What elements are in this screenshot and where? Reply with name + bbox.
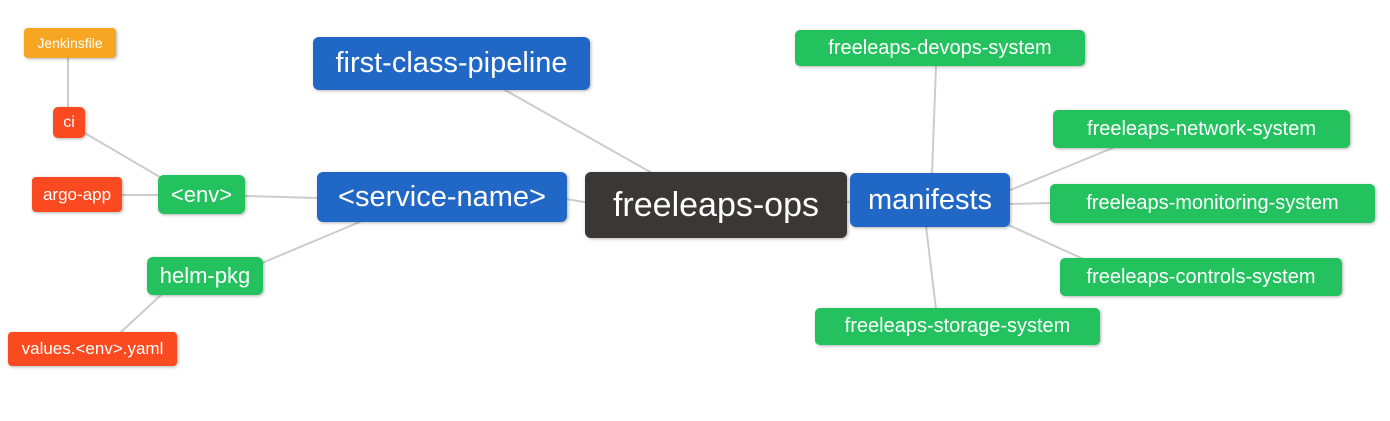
edge-manifests-network (1007, 146, 1116, 192)
node-argo-app[interactable]: argo-app (32, 177, 122, 212)
edge-manifests-devops (931, 65, 937, 175)
node-env[interactable]: <env> (158, 175, 245, 214)
edge-env-service-name (244, 195, 318, 199)
node-controls-system[interactable]: freeleaps-controls-system (1060, 258, 1342, 296)
edge-helm-pkg-service-name (261, 220, 363, 264)
edge-manifests-monitoring (1007, 202, 1053, 205)
edge-manifests-storage (925, 225, 937, 310)
node-freeleaps-ops[interactable]: freeleaps-ops (585, 172, 847, 238)
edge-manifests-controls (1001, 221, 1093, 264)
edge-pipeline-ops (504, 89, 653, 174)
node-storage-system[interactable]: freeleaps-storage-system (815, 308, 1100, 345)
node-helm-pkg[interactable]: helm-pkg (147, 257, 263, 295)
node-monitoring-system[interactable]: freeleaps-monitoring-system (1050, 184, 1375, 223)
node-service-name[interactable]: <service-name> (317, 172, 567, 222)
node-devops-system[interactable]: freeleaps-devops-system (795, 30, 1085, 66)
node-jenkinsfile[interactable]: Jenkinsfile (24, 28, 116, 58)
node-manifests[interactable]: manifests (850, 173, 1010, 227)
node-network-system[interactable]: freeleaps-network-system (1053, 110, 1350, 148)
node-first-class-pipeline[interactable]: first-class-pipeline (313, 37, 590, 90)
node-ci[interactable]: ci (53, 107, 85, 138)
node-values-env-yaml[interactable]: values.<env>.yaml (8, 332, 177, 366)
edge-values-helm-pkg (119, 293, 163, 334)
